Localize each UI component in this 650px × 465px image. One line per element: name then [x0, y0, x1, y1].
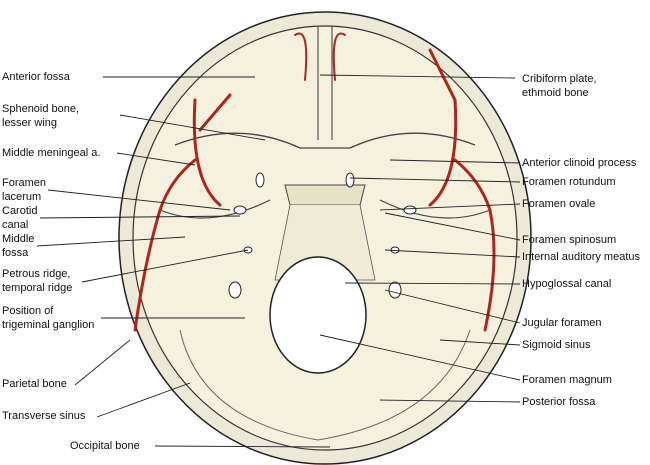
petrous-ridge-left [159, 199, 271, 219]
label-hypoglossal-canal: Hypoglossal canal [522, 278, 612, 290]
label-occipital-bone: Occipital bone [70, 440, 140, 452]
label-posterior-fossa: Posterior fossa [522, 396, 596, 408]
label-carotid-canal: Carotid canal [2, 205, 38, 231]
lesser-wing-ridge [174, 132, 476, 149]
falx-ridge [317, 26, 333, 140]
label-foramen-magnum: Foramen magnum [522, 374, 612, 386]
label-middle-fossa: Middle fossa [2, 233, 35, 259]
label-petrous-ridge: Petrous ridge, temporal ridge [2, 268, 73, 294]
label-transverse-sinus: Transverse sinus [2, 410, 86, 422]
label-parietal-bone: Parietal bone [2, 378, 67, 390]
label-sigmoid-sinus: Sigmoid sinus [522, 339, 591, 351]
label-jugular-foramen: Jugular foramen [522, 317, 602, 329]
label-foramen-ovale: Foramen ovale [522, 198, 596, 210]
leader-lines [36, 74, 521, 448]
label-internal-auditory-meatus: Internal auditory meatus [522, 251, 641, 263]
label-trigeminal-ganglion: Position of trigeminal ganglion [2, 305, 95, 331]
label-cribriform-plate: Cribiform plate, ethmoid bone [522, 73, 597, 99]
posterior-fossa-outline [179, 329, 471, 441]
label-foramen-spinosum: Foramen spinosum [522, 234, 617, 246]
petrous-ridge-right [379, 199, 491, 219]
label-anterior-fossa: Anterior fossa [2, 71, 70, 83]
label-middle-meningeal: Middle meningeal a. [2, 147, 101, 159]
foramina [228, 172, 417, 299]
label-foramen-lacerum: Foramen lacerum [2, 177, 47, 203]
label-sphenoid-lesser-wing: Sphenoid bone, lesser wing [2, 103, 80, 129]
label-anterior-clinoid: Anterior clinoid process [522, 157, 637, 169]
label-foramen-rotundum: Foramen rotundum [522, 176, 616, 188]
sella-turcica [284, 184, 366, 206]
middle-meningeal-arteries [133, 32, 496, 332]
foramen-magnum [269, 256, 367, 374]
